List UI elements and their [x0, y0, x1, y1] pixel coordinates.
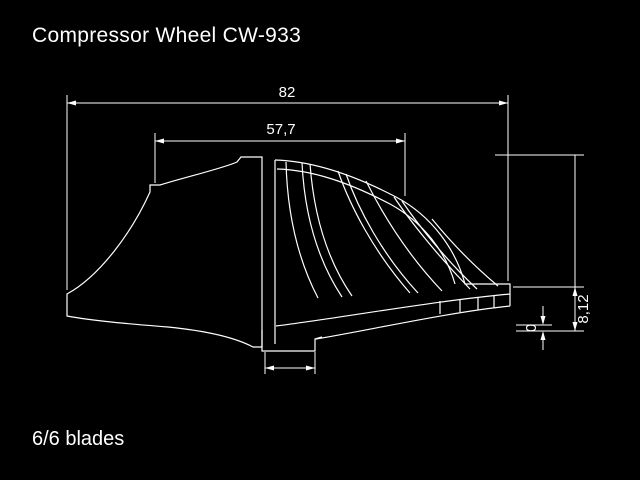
shaft-boss [261, 330, 323, 352]
blade-curve [285, 161, 319, 299]
arrowhead [265, 365, 274, 371]
dim-upper-width-label: 57,7 [266, 121, 295, 138]
blade-curve [431, 218, 499, 287]
arrowhead [572, 322, 578, 331]
arrowhead [306, 365, 315, 371]
dim-zero-label: 0 [523, 324, 540, 332]
dimension-tip-height: 8,12 [495, 154, 592, 332]
arrowhead [572, 287, 578, 296]
arrowhead [499, 100, 508, 106]
blade-tip-contour [274, 159, 511, 306]
blade-curves [285, 161, 499, 299]
blade-curve [365, 180, 443, 292]
shroud-inner-contour [276, 168, 456, 285]
blade-curve [401, 200, 478, 290]
arrowhead [540, 316, 546, 325]
blade-count-label: 6/6 blades [32, 428, 125, 450]
arrowhead [540, 331, 546, 340]
arrowhead [67, 100, 76, 106]
hub-bottom-lower-contour [315, 305, 511, 340]
dimension-boss-width [264, 352, 316, 374]
arrowhead [155, 138, 164, 144]
blade-curve [337, 170, 411, 294]
blade-curve [393, 196, 471, 290]
dimension-upper-width: 57,7 [154, 121, 406, 196]
hatched-hub-section [66, 156, 263, 348]
blade-curve [345, 173, 419, 294]
arrowhead [396, 138, 405, 144]
dim-overall-width-label: 82 [279, 84, 296, 101]
blade-root-slots [439, 296, 495, 314]
dimension-zero: 0 [516, 306, 552, 350]
page-title: Compressor Wheel CW-933 [32, 24, 302, 47]
hub-bottom-upper-contour [275, 293, 511, 327]
wheel-cross-section [66, 156, 511, 352]
blade-curve [301, 162, 343, 298]
dim-tip-height-label: 8,12 [575, 294, 592, 323]
dimension-overall-width: 82 [66, 84, 509, 290]
blade-curve [309, 163, 353, 297]
